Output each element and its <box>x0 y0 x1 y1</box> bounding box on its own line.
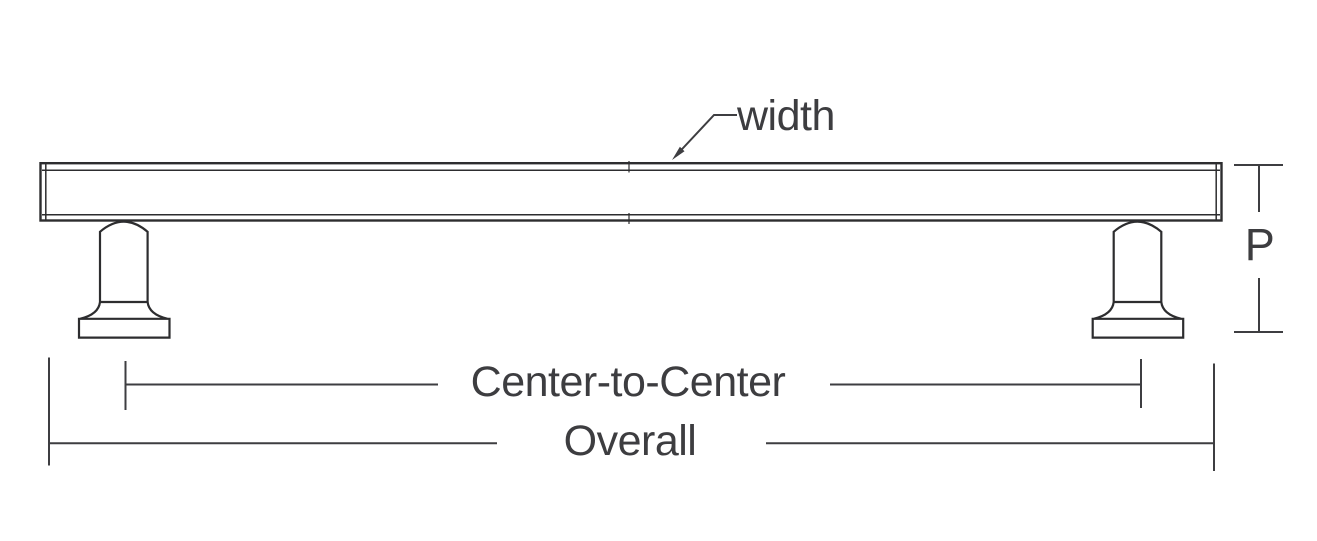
width-leader-line <box>676 114 737 156</box>
projection-dimension <box>1234 164 1283 333</box>
overall-dimension <box>48 357 1215 471</box>
projection-label: P <box>1245 219 1275 270</box>
overall-label: Overall <box>564 417 697 465</box>
dimension-lines <box>48 114 1283 471</box>
center-to-center-dimension <box>124 359 1142 410</box>
handle-part <box>39 161 1223 339</box>
handle-bar <box>39 161 1223 224</box>
width-label: width <box>736 92 835 140</box>
diagram-labels: width P Center-to-Center Overall <box>471 92 1275 465</box>
center-to-center-label: Center-to-Center <box>471 358 786 406</box>
bar-inner-edge-lines <box>42 164 1220 220</box>
left-post <box>77 220 171 339</box>
leader-arrowhead-icon <box>672 146 685 160</box>
